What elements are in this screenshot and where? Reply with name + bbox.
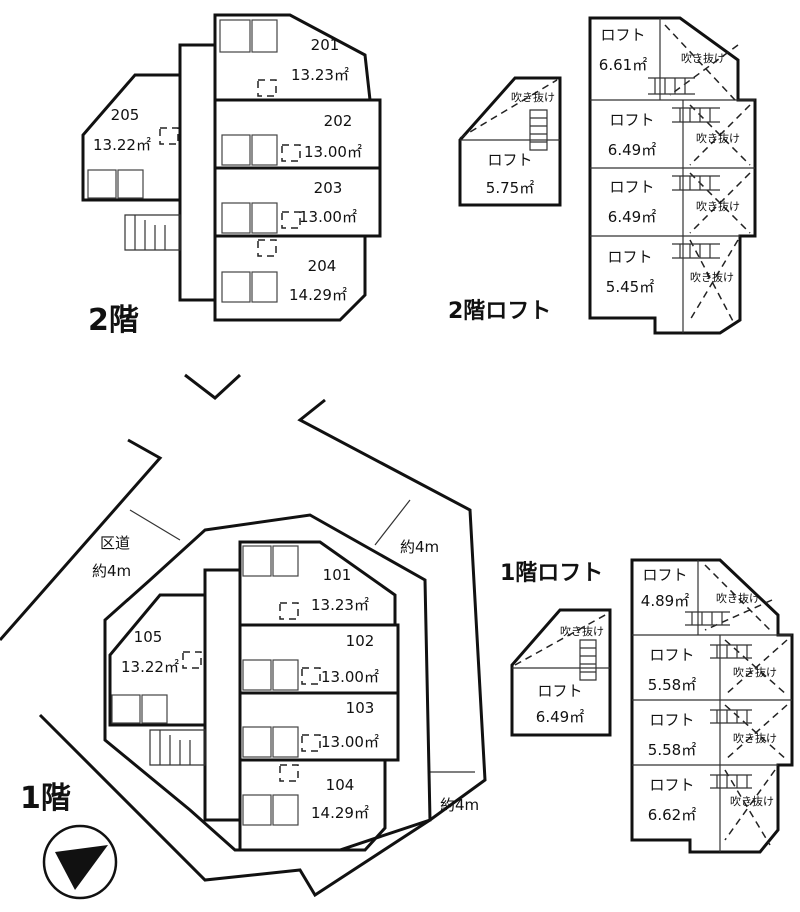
loft-label: ロフト bbox=[649, 711, 694, 729]
unit-no: 101 bbox=[323, 566, 352, 584]
loft-area: 6.49㎡ bbox=[608, 208, 656, 226]
unit-area: 14.29㎡ bbox=[311, 804, 369, 822]
loft-label: ロフト bbox=[537, 682, 582, 700]
loft-small bbox=[458, 76, 562, 207]
loft-area: 6.62㎡ bbox=[648, 806, 696, 824]
unit-area: 13.23㎡ bbox=[291, 66, 349, 84]
unit-205 bbox=[81, 73, 182, 202]
loft-label: ロフト bbox=[609, 178, 654, 196]
open-label: 吹き抜け bbox=[560, 624, 604, 638]
open-label: 吹き抜け bbox=[511, 90, 555, 104]
open-label: 吹き抜け bbox=[690, 270, 734, 284]
loft-small bbox=[510, 608, 612, 737]
loft-area: 6.49㎡ bbox=[608, 141, 656, 159]
stairs bbox=[149, 729, 206, 766]
loft2-plan: 吹き抜け ロフト 5.75㎡ ロフト 6.61㎡ 吹き抜け ロフト 6.49㎡ … bbox=[448, 16, 757, 335]
unit-no: 102 bbox=[346, 632, 375, 650]
loft2-title: 2階ロフト bbox=[448, 299, 551, 324]
floor1-plan: 101 13.23㎡ 102 13.00㎡ 103 13.00㎡ 104 14.… bbox=[20, 513, 432, 852]
unit-203 bbox=[213, 166, 382, 238]
open-label: 吹き抜け bbox=[696, 199, 740, 213]
unit-area: 13.00㎡ bbox=[321, 668, 379, 686]
loft-label: ロフト bbox=[642, 566, 687, 584]
open-label: 吹き抜け bbox=[716, 591, 760, 605]
open-label: 吹き抜け bbox=[733, 731, 777, 745]
unit-101 bbox=[238, 540, 397, 627]
unit-no: 205 bbox=[111, 106, 140, 124]
unit-area: 13.23㎡ bbox=[311, 596, 369, 614]
distance-label: 約4m bbox=[440, 796, 479, 814]
loft-label: ロフト bbox=[487, 151, 532, 169]
loft-label: ロフト bbox=[649, 776, 694, 794]
unit-104 bbox=[238, 758, 387, 852]
unit-105 bbox=[108, 593, 207, 727]
unit-204 bbox=[213, 234, 367, 322]
road-label: 区道 bbox=[100, 534, 130, 552]
unit-no: 204 bbox=[308, 257, 337, 275]
open-label: 吹き抜け bbox=[733, 665, 777, 679]
loft-area: 5.58㎡ bbox=[648, 676, 696, 694]
open-label: 吹き抜け bbox=[681, 51, 725, 65]
loft-ladders bbox=[685, 611, 752, 789]
unit-no: 105 bbox=[134, 628, 163, 646]
loft-ladders bbox=[648, 77, 720, 259]
stairs bbox=[124, 214, 181, 251]
unit-area: 13.00㎡ bbox=[299, 208, 357, 226]
unit-area: 13.22㎡ bbox=[121, 658, 179, 676]
open-label: 吹き抜け bbox=[730, 794, 774, 808]
loft-area: 5.45㎡ bbox=[606, 278, 654, 296]
unit-201 bbox=[213, 13, 372, 102]
loft1-plan: 吹き抜け ロフト 6.49㎡ ロフト 4.89㎡ 吹き抜け ロフト 5.58㎡ … bbox=[500, 558, 794, 854]
road-width: 約4m bbox=[92, 562, 131, 580]
loft-label: ロフト bbox=[600, 26, 645, 44]
unit-area: 13.00㎡ bbox=[321, 733, 379, 751]
building-outline bbox=[103, 513, 432, 852]
floor1-corridor bbox=[203, 568, 242, 822]
distance-label: 約4m bbox=[400, 538, 439, 556]
loft-area: 4.89㎡ bbox=[641, 592, 689, 610]
loft-area: 5.58㎡ bbox=[648, 741, 696, 759]
unit-area: 14.29㎡ bbox=[289, 286, 347, 304]
unit-no: 103 bbox=[346, 699, 375, 717]
loft-label: ロフト bbox=[609, 111, 654, 129]
loft-label: ロフト bbox=[649, 646, 694, 664]
bath-fixtures bbox=[111, 545, 321, 826]
bath-fixtures bbox=[87, 19, 301, 303]
floor2-plan: 201 13.23㎡ 202 13.00㎡ 203 13.00㎡ 204 14.… bbox=[81, 13, 382, 338]
unit-no: 202 bbox=[324, 112, 353, 130]
floor2-title: 2階 bbox=[88, 303, 139, 338]
unit-area: 13.22㎡ bbox=[93, 136, 151, 154]
unit-103 bbox=[238, 691, 400, 762]
unit-no: 104 bbox=[326, 776, 355, 794]
loft-area: 6.49㎡ bbox=[536, 708, 584, 726]
floor1-title: 1階 bbox=[20, 781, 71, 816]
unit-no: 203 bbox=[314, 179, 343, 197]
open-label: 吹き抜け bbox=[696, 131, 740, 145]
unit-area: 13.00㎡ bbox=[304, 143, 362, 161]
loft1-title: 1階ロフト bbox=[500, 561, 603, 586]
loft-area: 5.75㎡ bbox=[486, 179, 534, 197]
loft-label: ロフト bbox=[607, 248, 652, 266]
north-arrow-icon bbox=[42, 824, 118, 900]
unit-no: 201 bbox=[311, 36, 340, 54]
floor2-corridor bbox=[178, 43, 217, 302]
loft-area: 6.61㎡ bbox=[599, 56, 647, 74]
